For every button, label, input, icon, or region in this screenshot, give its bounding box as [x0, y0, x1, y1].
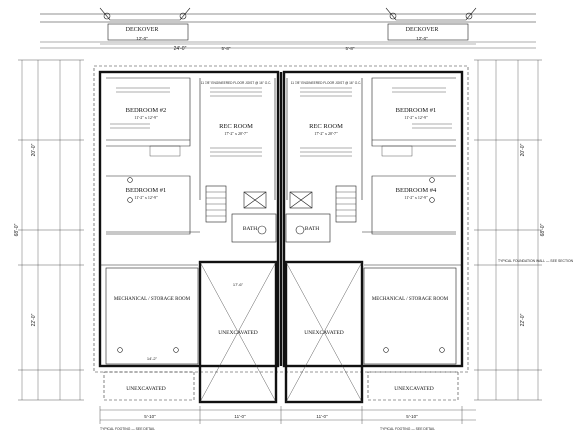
dim-left-total: 68'-0"	[14, 223, 20, 236]
dim-top-left-b: 5'-8"	[222, 46, 231, 51]
unexcavated-garage-right: UNEXCAVATED	[304, 330, 344, 336]
dim-bottom-a: 5'-10"	[144, 414, 156, 419]
top-deck-area: DECKOVER DECKOVER 24'-0" 12'-0" 5'-8" 12…	[40, 7, 536, 52]
foundation-note-right: TYPICAL FOUNDATION WALL — SEE SECTION	[498, 259, 574, 263]
engineered-note-left: 11 7/8" ENGINEERED FLOOR JOIST @ 16" O.C…	[201, 81, 272, 85]
stair-left	[205, 185, 227, 223]
dim-top-right-a: 12'-0"	[416, 36, 428, 41]
right-unit: 11 7/8" ENGINEERED FLOOR JOIST @ 16" O.C…	[284, 77, 462, 404]
dim-top-left-a: 12'-0"	[136, 36, 148, 41]
foundation-walls	[93, 65, 469, 373]
bedroom-upper-left-name: BEDROOM #2	[126, 107, 167, 114]
dim-mech-width: 14'-2"	[147, 356, 158, 361]
side-dimensions: 68'-0" 20'-0" 22'-0" 68'-0" 20'-0" 22'-0…	[14, 59, 546, 401]
rec-room-left-size: 17'-2" x 20'-7"	[224, 131, 248, 136]
mechanical-right-label: MECHANICAL / STORAGE ROOM	[372, 297, 449, 302]
stair-right	[335, 185, 357, 223]
deck-label-right: DECKOVER	[406, 27, 439, 33]
bottom-dimensions: 5'-10" 11'-0" 11'-0" 5'-10" 17'-6" 14'-2…	[99, 282, 476, 431]
unexcavated-porch-right: UNEXCAVATED	[394, 386, 434, 392]
dim-top-right-b: 5'-8"	[346, 46, 355, 51]
rec-room-right-name: REC ROOM	[309, 123, 343, 130]
dim-left-b: 22'-0"	[31, 313, 37, 326]
dim-bottom-c: 11'-0"	[316, 414, 328, 419]
footing-note-bottom-right: TYPICAL FOOTING — SEE DETAIL	[380, 427, 435, 431]
bedroom-upper-right-name: BEDROOM #1	[396, 107, 437, 114]
dim-garage-width: 17'-6"	[233, 282, 244, 287]
dim-bottom-b: 11'-0"	[234, 414, 246, 419]
deck-label-left: DECKOVER	[126, 27, 159, 33]
bedroom-lower-right-size: 11'-2" x 12'-9"	[404, 195, 428, 200]
bath-right-label: BATH	[305, 226, 319, 232]
mechanical-left-label: MECHANICAL / STORAGE ROOM	[114, 297, 191, 302]
bedroom-lower-left-size: 11'-2" x 12'-9"	[134, 195, 158, 200]
left-unit: 11 7/8" ENGINEERED FLOOR JOIST @ 16" O.C…	[100, 77, 278, 404]
unexcavated-garage-left: UNEXCAVATED	[218, 330, 258, 336]
rec-room-left-name: REC ROOM	[219, 123, 253, 130]
bath-left-label: BATH	[243, 226, 257, 232]
dim-bottom-d: 5'-10"	[406, 414, 418, 419]
dim-right-a: 20'-0"	[520, 143, 526, 156]
bedroom-upper-right-size: 11'-2" x 12'-9"	[404, 115, 428, 120]
dim-right-b: 22'-0"	[520, 313, 526, 326]
bedroom-lower-right-name: BEDROOM #4	[396, 187, 437, 194]
dim-right-total: 68'-0"	[540, 223, 546, 236]
dim-top-overall: 24'-0"	[174, 46, 187, 52]
dim-left-a: 20'-0"	[31, 143, 37, 156]
bedroom-lower-left-name: BEDROOM #1	[126, 187, 167, 194]
rec-room-right-size: 17'-2" x 20'-7"	[314, 131, 338, 136]
unexcavated-porch-left: UNEXCAVATED	[126, 386, 166, 392]
bedroom-upper-left-size: 11'-2" x 12'-9"	[134, 115, 158, 120]
footing-note-bottom-left: TYPICAL FOOTING — SEE DETAIL	[100, 427, 155, 431]
engineered-note-right: 11 7/8" ENGINEERED FLOOR JOIST @ 16" O.C…	[291, 81, 362, 85]
